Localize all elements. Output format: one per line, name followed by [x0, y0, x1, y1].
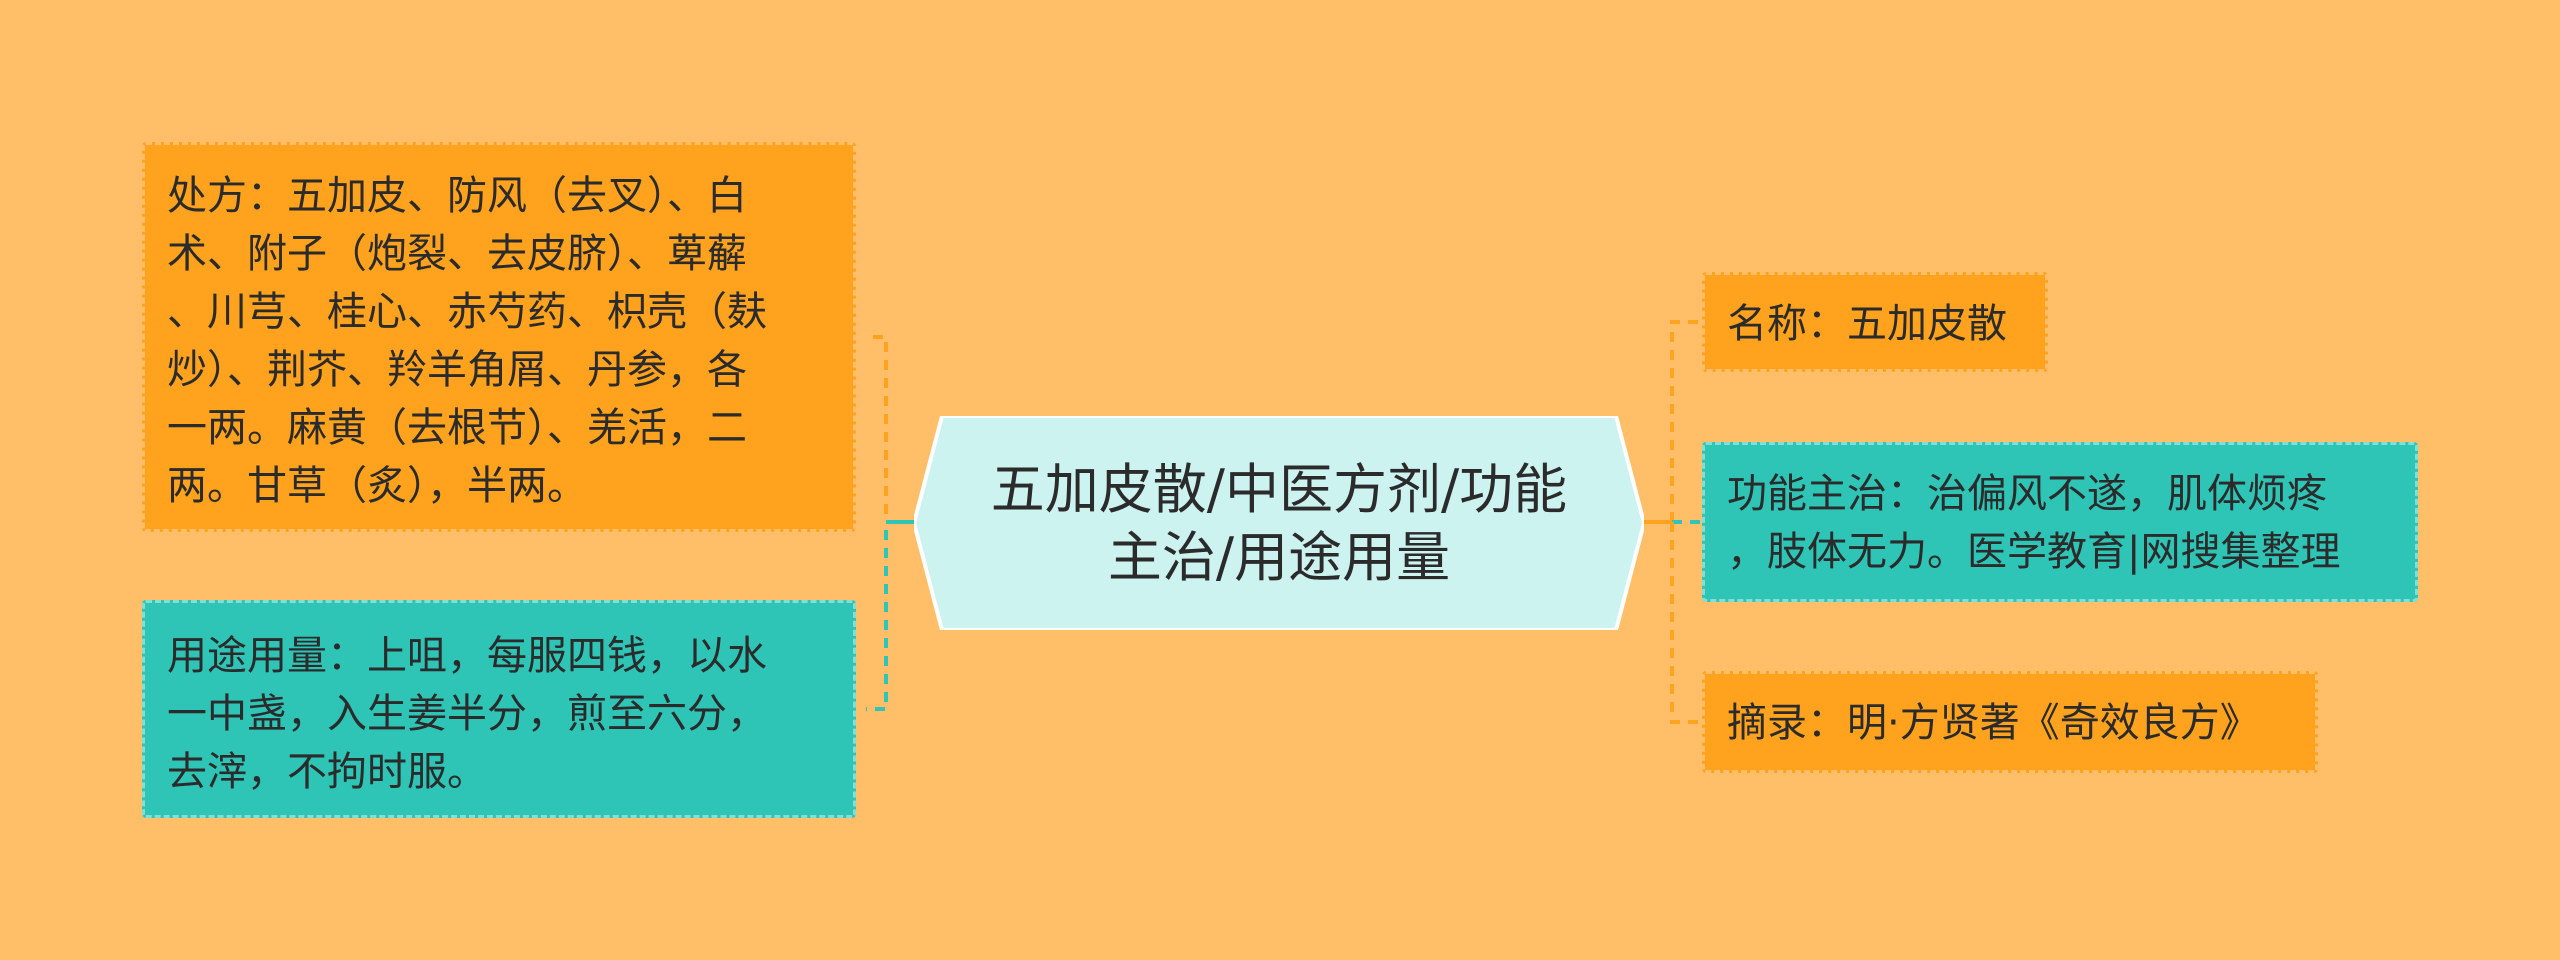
connector-left-top — [866, 335, 914, 524]
prescription-node[interactable]: 处方：五加皮、防风（去叉）、白 术、附子（炮裂、去皮脐）、萆薢 、川芎、桂心、赤… — [142, 142, 856, 532]
source-node[interactable]: 摘录：明·方贤著《奇效良方》 — [1702, 671, 2318, 773]
connector-right-source — [1670, 522, 1702, 724]
usage-dosage-node[interactable]: 用途用量：上咀，每服四钱，以水 一中盏，入生姜半分，煎至六分， 去滓，不拘时服。 — [142, 600, 856, 818]
connector-left-bottom — [866, 520, 914, 711]
source-text: 摘录：明·方贤著《奇效良方》 — [1727, 700, 2260, 746]
central-topic-title: 五加皮散/中医方剂/功能主治/用途用量 — [990, 458, 1568, 589]
connector-right-name — [1670, 320, 1702, 522]
prescription-text: 处方：五加皮、防风（去叉）、白 术、附子（炮裂、去皮脐）、萆薢 、川芎、桂心、赤… — [167, 173, 767, 509]
name-text: 名称：五加皮散 — [1727, 301, 2007, 347]
function-indication-node[interactable]: 功能主治：治偏风不遂，肌体烦疼 ，肢体无力。医学教育|网搜集整理 — [1702, 442, 2418, 602]
name-node[interactable]: 名称：五加皮散 — [1702, 272, 2048, 372]
function-indication-text: 功能主治：治偏风不遂，肌体烦疼 ，肢体无力。医学教育|网搜集整理 — [1727, 471, 2341, 575]
usage-dosage-text: 用途用量：上咀，每服四钱，以水 一中盏，入生姜半分，煎至六分， 去滓，不拘时服。 — [167, 633, 767, 795]
central-topic[interactable]: 五加皮散/中医方剂/功能主治/用途用量 — [914, 416, 1644, 630]
central-topic-shape — [914, 416, 1644, 630]
